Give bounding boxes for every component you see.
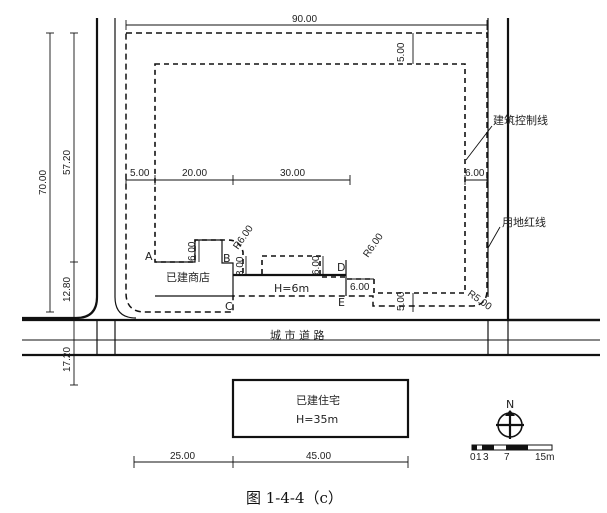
left-road-edge-inner <box>114 18 137 319</box>
scale-15: 15m <box>535 452 554 463</box>
building-control-line <box>154 63 466 294</box>
dim-step-6a: 6.00 <box>311 255 322 275</box>
point-d-label: D <box>337 261 345 274</box>
dim-seg-30: 30.00 <box>280 168 305 179</box>
dim-left-lower: 12.80 <box>62 277 73 302</box>
dimension-lines <box>46 20 488 468</box>
dim-top-width: 90.00 <box>292 14 317 25</box>
shop-height-label: H=6m <box>274 282 309 295</box>
dim-step-6b: 6.00 <box>350 282 370 293</box>
dim-bottom-right: 45.00 <box>306 451 331 462</box>
dim-radius-3: R5.00 <box>465 288 494 313</box>
red-line-leader <box>487 226 501 249</box>
land-red-line <box>125 32 488 313</box>
right-road-edge-outer <box>506 18 600 322</box>
road-label: 城 市 道 路 <box>270 328 325 342</box>
north-arrow-icon <box>496 410 524 439</box>
shop-label: 已建商店 <box>166 270 210 284</box>
figure-caption: 图 1-4-4（c） <box>246 489 343 507</box>
existing-residence <box>231 378 410 439</box>
dim-radius-1: R6.00 <box>231 223 256 252</box>
scale-0: 0 <box>470 452 476 463</box>
dim-road-width: 17.20 <box>62 347 73 372</box>
dim-step-3: 3.00 <box>235 256 246 276</box>
point-b-label: B <box>223 252 231 265</box>
point-a-label: A <box>145 250 153 263</box>
dim-radius-2: R6.00 <box>361 231 386 260</box>
left-road-edge-outer <box>22 18 99 320</box>
dim-left-height: 70.00 <box>38 170 49 195</box>
scale-bar <box>471 444 553 451</box>
red-line-label: 用地红线 <box>502 215 546 229</box>
dim-bottom-setback: 5.00 <box>396 291 407 311</box>
control-line-label: 建筑控制线 <box>493 113 548 127</box>
dim-left-setback: 5.00 <box>130 168 150 179</box>
dim-bottom-left: 25.00 <box>170 451 195 462</box>
dim-right-setback: 6.00 <box>465 168 485 179</box>
residence-height-label: H=35m <box>296 413 338 426</box>
point-c-label: C <box>225 300 233 313</box>
scale-7: 7 <box>504 452 510 463</box>
residence-label: 已建住宅 <box>296 393 340 407</box>
control-line-leader <box>465 125 493 161</box>
dim-shop-depth: 6.00 <box>187 241 198 261</box>
scale-3: 3 <box>483 452 489 463</box>
scale-1: 1 <box>476 452 482 463</box>
dim-seg-20: 20.00 <box>182 168 207 179</box>
point-e-label: E <box>338 296 345 309</box>
existing-shop-outline <box>155 239 234 297</box>
dim-left-upper: 57.20 <box>62 150 73 175</box>
north-label: N <box>506 398 514 411</box>
dim-top-setback: 5.00 <box>396 42 407 62</box>
road-edges <box>22 18 600 357</box>
